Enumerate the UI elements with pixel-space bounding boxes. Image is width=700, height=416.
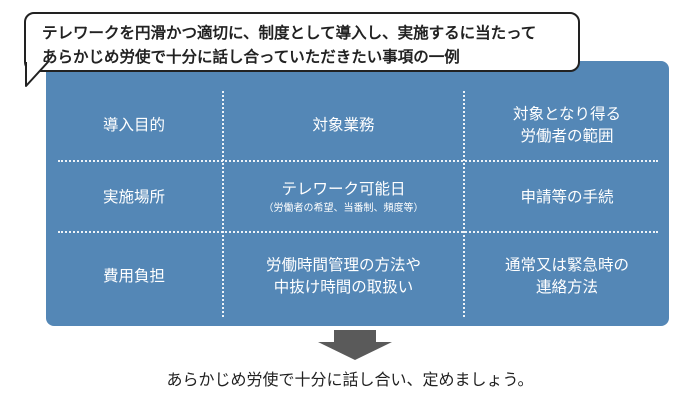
topic-label: 通常又は緊急時の — [504, 256, 629, 274]
conclusion-text: あらかじめ労使で十分に話し合い、定めましょう。 — [166, 370, 534, 389]
bubble-tail — [25, 62, 49, 87]
topics-panel: 導入目的 対象業務 対象となり得る 労働者の範囲 実施場所 テレワーク可能日 （… — [46, 61, 669, 326]
topic-application-procedure: 申請等の手続 — [465, 162, 669, 231]
topic-telework-days: テレワーク可能日 （労働者の希望、当番制、頻度等） — [224, 162, 463, 231]
topic-sublabel: （労働者の希望、当番制、頻度等） — [263, 202, 424, 214]
bubble-line-2: あらかじめ労使で十分に話し合っていただきたい事項の一例 — [42, 48, 460, 66]
topic-target-work: 対象業務 — [224, 89, 463, 160]
grid-divider — [463, 91, 465, 317]
topic-label: 連絡方法 — [535, 278, 598, 296]
grid-divider — [222, 91, 224, 317]
topic-working-hours: 労働時間管理の方法や 中抜け時間の取扱い — [224, 233, 463, 319]
bubble-line-1: テレワークを円滑かつ適切に、制度として導入し、実施するに当たって — [42, 24, 537, 42]
topic-target-workers: 対象となり得る 労働者の範囲 — [465, 89, 669, 160]
topic-location: 実施場所 — [46, 162, 222, 231]
topic-label: テレワーク可能日 — [281, 179, 406, 198]
topic-label: 申請等の手続 — [520, 187, 614, 206]
topic-purpose: 導入目的 — [46, 89, 222, 160]
topic-label: 労働者の範囲 — [520, 126, 614, 145]
topic-label: 中抜け時間の取扱い — [273, 278, 414, 296]
topic-label: 対象となり得る — [512, 104, 622, 123]
topic-label: 実施場所 — [102, 187, 165, 206]
down-arrow-icon — [318, 330, 392, 360]
topic-contact-method: 通常又は緊急時の 連絡方法 — [465, 233, 669, 319]
topic-cost-burden: 費用負担 — [46, 233, 222, 319]
topic-label: 労働時間管理の方法や — [265, 256, 421, 274]
topic-label: 対象業務 — [312, 115, 375, 134]
speech-bubble: テレワークを円滑かつ適切に、制度として導入し、実施するに当たって あらかじめ労使… — [24, 12, 580, 72]
grid-divider — [58, 231, 658, 233]
topic-label: 導入目的 — [102, 115, 165, 134]
grid-divider — [58, 160, 658, 162]
topic-label: 費用負担 — [102, 267, 165, 285]
